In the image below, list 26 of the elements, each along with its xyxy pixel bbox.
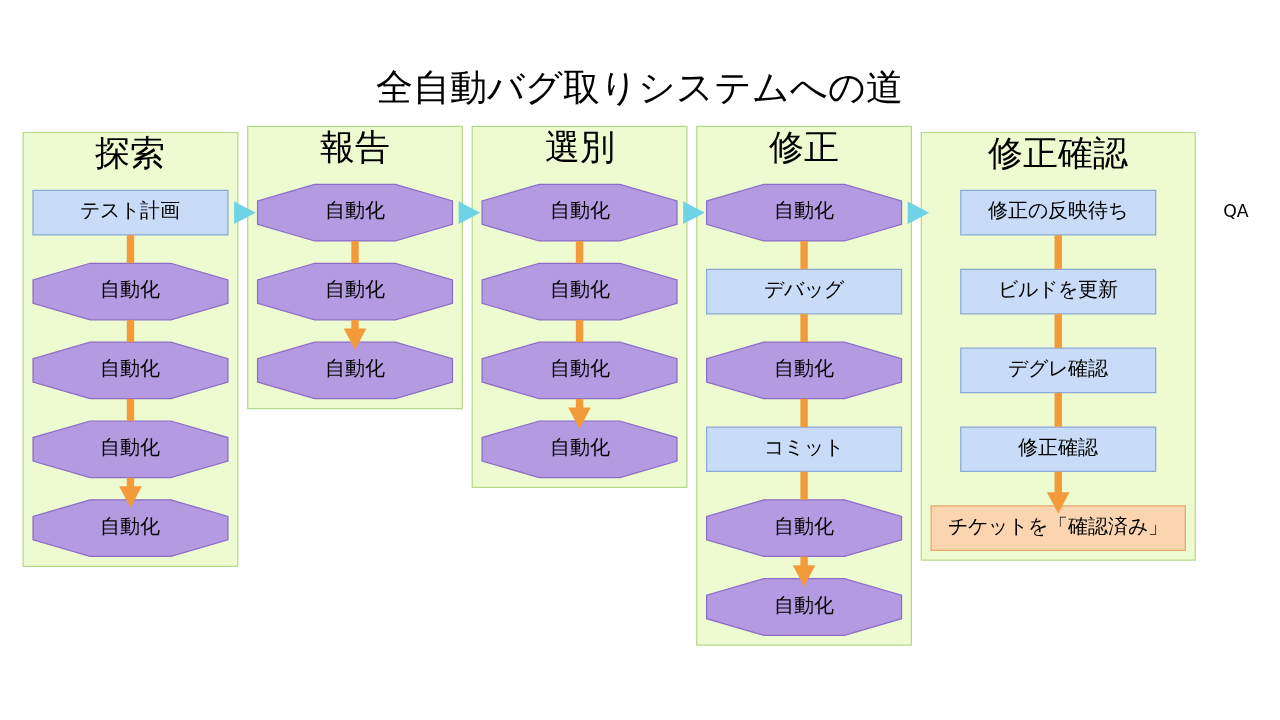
- connector: [800, 240, 808, 269]
- node-box: コミット: [706, 425, 903, 472]
- node-box: 修正確認: [960, 425, 1157, 472]
- node-box: テスト計画: [32, 189, 229, 235]
- arrow: [1046, 471, 1070, 514]
- connector: [126, 234, 135, 263]
- connector: [800, 313, 808, 342]
- connector: [800, 471, 808, 500]
- label: QA: [1223, 200, 1249, 221]
- connector: [126, 398, 135, 421]
- connector: [575, 240, 584, 263]
- connector: [1054, 392, 1062, 427]
- connector: [126, 319, 135, 342]
- connector: [351, 240, 359, 263]
- arrow: [458, 200, 481, 224]
- diagram-title: 全自動バグ取りシステムへの道: [376, 65, 904, 109]
- connector: [1054, 234, 1062, 269]
- node-box: 修正の反映待ち: [960, 189, 1157, 235]
- node-box: チケットを「確認済み」: [930, 504, 1186, 551]
- connector: [1054, 313, 1062, 348]
- node-box: デバッグ: [706, 268, 903, 314]
- connector: [800, 398, 808, 427]
- node-box: ビルドを更新: [960, 268, 1157, 314]
- connector: [575, 319, 584, 342]
- arrow: [907, 200, 930, 224]
- node-box: デグレ確認: [960, 347, 1157, 393]
